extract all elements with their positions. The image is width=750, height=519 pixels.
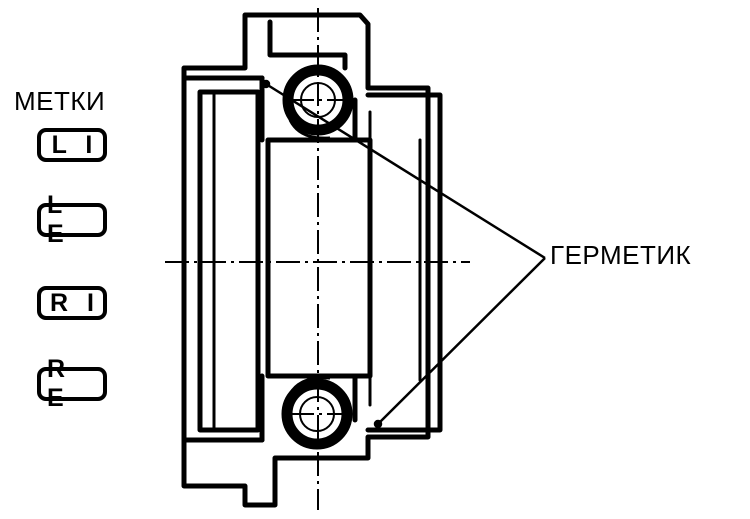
mark-box-ri: R I bbox=[37, 286, 107, 320]
sealant-point-top bbox=[261, 79, 271, 89]
top-flange bbox=[267, 19, 348, 71]
sealant-leader-top bbox=[265, 82, 546, 260]
marks-title: МЕТКИ bbox=[14, 86, 106, 116]
top-race bbox=[259, 75, 358, 143]
mark-box-re: R E bbox=[37, 355, 107, 412]
mark-box-le: L E bbox=[37, 191, 107, 248]
housing-outline bbox=[181, 12, 431, 508]
sealant-label: ГЕРМЕТИК bbox=[550, 240, 692, 270]
sealant-leader-bottom bbox=[377, 257, 546, 425]
bottom-race bbox=[259, 373, 358, 443]
sealant-point-bottom bbox=[373, 419, 383, 429]
mark-box-li: L I bbox=[37, 128, 107, 162]
